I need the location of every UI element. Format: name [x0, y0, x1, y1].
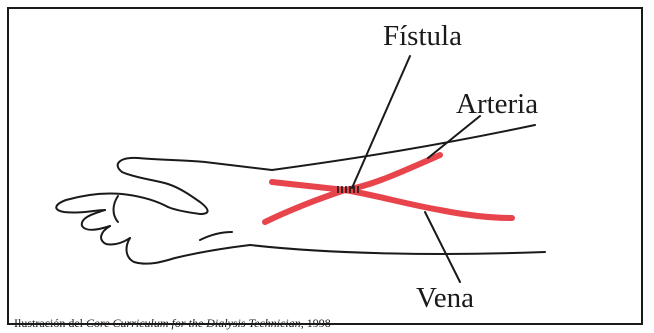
arteria-label: Arteria: [456, 90, 538, 119]
index-finger: [56, 193, 168, 212]
caption-book-title: Core Curriculum for the Dialysis Technic…: [86, 316, 301, 330]
vena-leader: [425, 212, 460, 282]
ring-finger: [101, 226, 130, 245]
thumb-outline: [118, 158, 272, 214]
fistula-label: Fístula: [383, 22, 462, 51]
knuckle-line: [114, 196, 119, 222]
palm-edge: [127, 238, 250, 264]
palm-crease: [200, 232, 232, 240]
forearm-top-line: [272, 125, 535, 170]
caption-suffix: , 1998: [301, 316, 331, 330]
vena-label: Vena: [416, 284, 474, 313]
middle-finger: [82, 210, 110, 230]
figure-caption: Ilustración del Core Curriculum for the …: [14, 316, 331, 331]
forearm-bottom-line: [250, 245, 545, 254]
caption-prefix: Ilustración del: [14, 316, 86, 330]
arm-outline: [56, 125, 545, 264]
fistula-leader: [352, 56, 410, 188]
vein-vessel: [265, 190, 512, 222]
artery-vessel: [272, 155, 440, 190]
